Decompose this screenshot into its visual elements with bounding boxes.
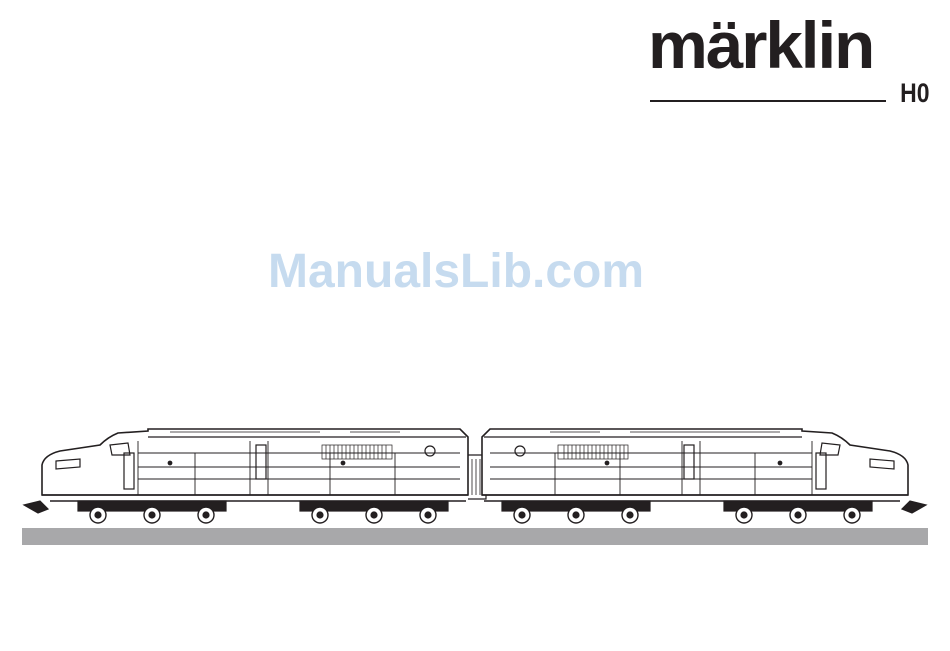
- manualslib-watermark: ManualsLib.com: [268, 244, 698, 300]
- right-locomotive-unit: [482, 429, 926, 523]
- scale-label: H0: [901, 80, 930, 107]
- brand-name: märklin: [648, 12, 936, 78]
- diesel-locomotive-line-drawing-icon: [20, 415, 930, 535]
- logo-underline: [650, 100, 886, 102]
- track-bar: [22, 528, 928, 545]
- marklin-logo: märklin H0: [648, 12, 930, 107]
- left-locomotive-unit: [24, 429, 468, 523]
